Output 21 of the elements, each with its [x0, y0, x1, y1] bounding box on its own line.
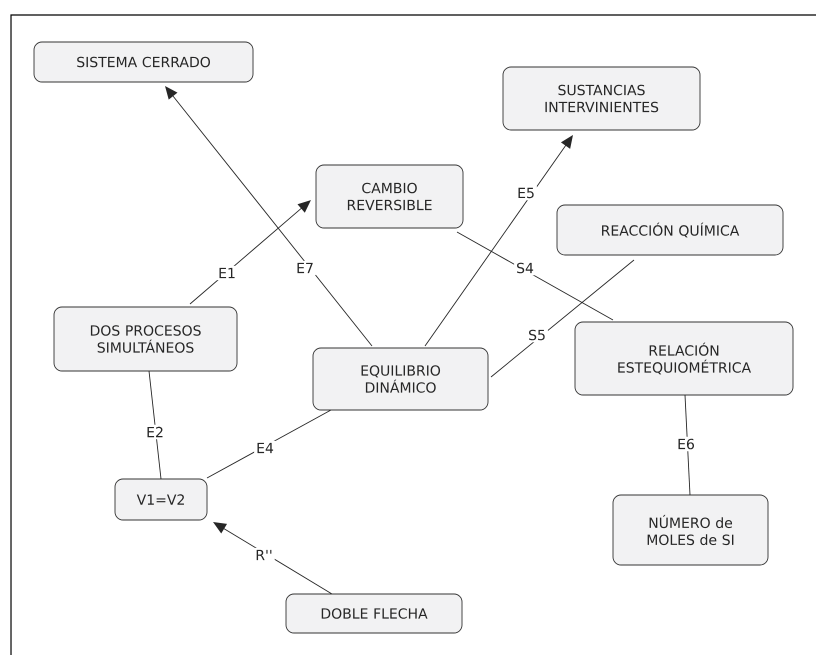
arrow	[165, 86, 372, 346]
edge-label: E7	[298, 262, 313, 274]
edge-label: S5	[529, 330, 545, 340]
edge-label: E5	[518, 188, 534, 198]
edge-label: E1	[220, 268, 235, 278]
concept-box: EQUILIBRIO DINÁMICO	[312, 348, 488, 410]
concept-box: DOS PROCESOS SIMULTÁNEOS	[54, 306, 238, 372]
concept-box: REACCIÓN QUÍMICA	[556, 204, 784, 256]
edge-label: E2	[148, 426, 162, 438]
arrow	[190, 200, 311, 304]
concept-box: NÚMERO de MOLES de SI	[612, 494, 768, 566]
edge-label: E4	[258, 442, 274, 454]
concept-box: CAMBIO REVERSIBLE	[316, 164, 464, 228]
edge-label: R''	[256, 550, 272, 560]
concept-box: RELACIÓN ESTEQUIOMÉTRICA	[574, 322, 794, 396]
edge-label: E6	[678, 438, 694, 450]
concept-box: SISTEMA CERRADO	[34, 42, 254, 82]
concept-box: V1=V2	[114, 478, 208, 520]
edge-label: S4	[517, 262, 534, 274]
concept-box: DOBLE FLECHA	[286, 594, 462, 634]
concept-box: SUSTANCIAS INTERVINIENTES	[502, 66, 700, 130]
